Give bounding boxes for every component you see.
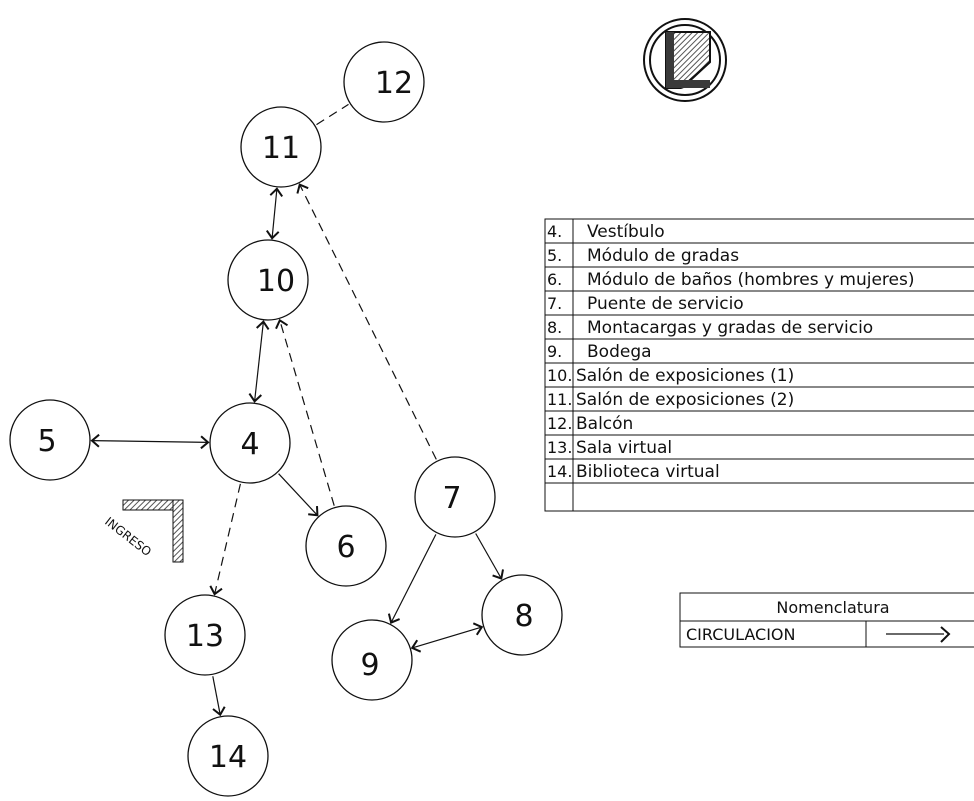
space-nodes: 4 5 6 7 8 9 10 11 12 13 14 <box>9 41 563 797</box>
legend-num-2: 6. <box>547 270 562 289</box>
node-9-circle <box>331 619 413 701</box>
circulation-arrow-icon <box>940 626 951 643</box>
edge-6-10 <box>279 320 335 506</box>
node-11: 11 <box>240 106 322 188</box>
entrance-label: INGRESO <box>102 514 154 559</box>
edge-10-11 <box>271 188 278 239</box>
arrowhead-10-11-start <box>265 230 280 240</box>
node-11-label: 11 <box>262 131 300 166</box>
node-6-circle <box>305 505 387 587</box>
north-logo-icon <box>643 18 727 102</box>
edge-5-4 <box>91 440 209 443</box>
arrowhead-6-10-end <box>275 318 289 330</box>
node-12-label: 12 <box>375 66 413 101</box>
legend-border <box>544 218 974 512</box>
node-7-circle <box>414 456 496 538</box>
node-8: 8 <box>481 574 563 656</box>
arrowhead-13-14-end <box>212 706 226 717</box>
edge-11-12 <box>316 103 349 126</box>
circulation-edges <box>90 103 504 717</box>
node-4: 4 <box>209 402 291 484</box>
arrowhead-4-6-end <box>308 506 319 517</box>
node-9: 9 <box>331 619 413 701</box>
circulation-label: CIRCULACION <box>686 625 796 644</box>
node-5-circle <box>9 399 91 481</box>
nomenclature-title: Nomenclatura <box>776 598 889 617</box>
node-7-label: 7 <box>442 481 461 516</box>
arrowhead-5-4-start <box>90 433 100 448</box>
node-13: 13 <box>164 594 246 676</box>
arrowhead-7-8-end <box>492 569 504 580</box>
legend-table: 4. Vestíbulo 5. Módulo de gradas 6. Módulo de… <box>544 218 974 512</box>
node-13-label: 13 <box>186 619 224 654</box>
arrowhead-9-8-start <box>410 639 422 653</box>
legend-text-8: Balcón <box>576 414 633 434</box>
arrowhead-5-4-end <box>200 435 210 450</box>
arrowhead-7-9-end <box>387 613 400 624</box>
legend-num-10: 14. <box>547 462 572 481</box>
legend-num-8: 12. <box>547 414 572 433</box>
edge-4-10 <box>254 321 264 402</box>
node-8-circle <box>481 574 563 656</box>
node-6-label: 6 <box>336 530 355 565</box>
legend-num-7: 11. <box>547 390 572 409</box>
nomenclature-table: Nomenclatura CIRCULACION <box>679 592 974 648</box>
edge-4-6 <box>278 473 318 516</box>
legend-num-0: 4. <box>547 222 562 241</box>
edge-7-9 <box>390 534 437 623</box>
node-10-label: 10 <box>257 264 295 299</box>
node-11-circle <box>240 106 322 188</box>
node-9-label: 9 <box>360 648 379 683</box>
legend-text-7: Salón de exposiciones (2) <box>576 390 794 410</box>
entrance-marker: INGRESO <box>102 499 184 563</box>
legend-text-3: Puente de servicio <box>587 294 744 314</box>
edge-7-11 <box>299 184 437 460</box>
node-6: 6 <box>305 505 387 587</box>
arrowhead-7-11-end <box>296 183 309 194</box>
edge-9-8 <box>412 626 482 649</box>
node-4-circle <box>209 402 291 484</box>
legend-text-5: Bodega <box>587 342 652 362</box>
edge-7-8 <box>475 533 502 579</box>
node-14: 14 <box>187 715 269 797</box>
legend-num-5: 9. <box>547 342 562 361</box>
node-12: 12 <box>343 41 425 123</box>
node-14-circle <box>187 715 269 797</box>
legend-text-6: Salón de exposiciones (1) <box>576 366 794 386</box>
node-13-circle <box>164 594 246 676</box>
node-12-circle <box>343 41 425 123</box>
arrowhead-9-8-end <box>472 622 484 636</box>
legend-num-1: 5. <box>547 246 562 265</box>
edge-13-14 <box>212 676 221 715</box>
node-4-label: 4 <box>240 427 259 462</box>
node-8-label: 8 <box>514 599 533 634</box>
arrowhead-4-13-end <box>209 585 223 596</box>
legend-text-2: Módulo de baños (hombres y mujeres) <box>587 270 915 290</box>
legend-num-9: 13. <box>547 438 572 457</box>
arrowhead-4-10-end <box>256 320 270 330</box>
legend-text-1: Módulo de gradas <box>587 246 739 266</box>
node-10-circle <box>227 239 309 321</box>
node-10: 10 <box>227 239 309 321</box>
node-7: 7 <box>414 456 496 538</box>
legend-num-6: 10. <box>547 366 572 385</box>
node-5-label: 5 <box>37 424 56 459</box>
edge-4-13 <box>214 483 241 595</box>
legend-text-4: Montacargas y gradas de servicio <box>587 318 873 338</box>
arrowhead-4-10-start <box>248 393 262 403</box>
legend-text-0: Vestíbulo <box>587 222 665 242</box>
legend-text-9: Sala virtual <box>576 438 672 458</box>
node-5: 5 <box>9 399 91 481</box>
legend-text-10: Biblioteca virtual <box>576 462 720 482</box>
arrowhead-10-11-end <box>269 187 284 197</box>
node-14-label: 14 <box>209 740 247 775</box>
legend-num-4: 8. <box>547 318 562 337</box>
legend-num-3: 7. <box>547 294 562 313</box>
